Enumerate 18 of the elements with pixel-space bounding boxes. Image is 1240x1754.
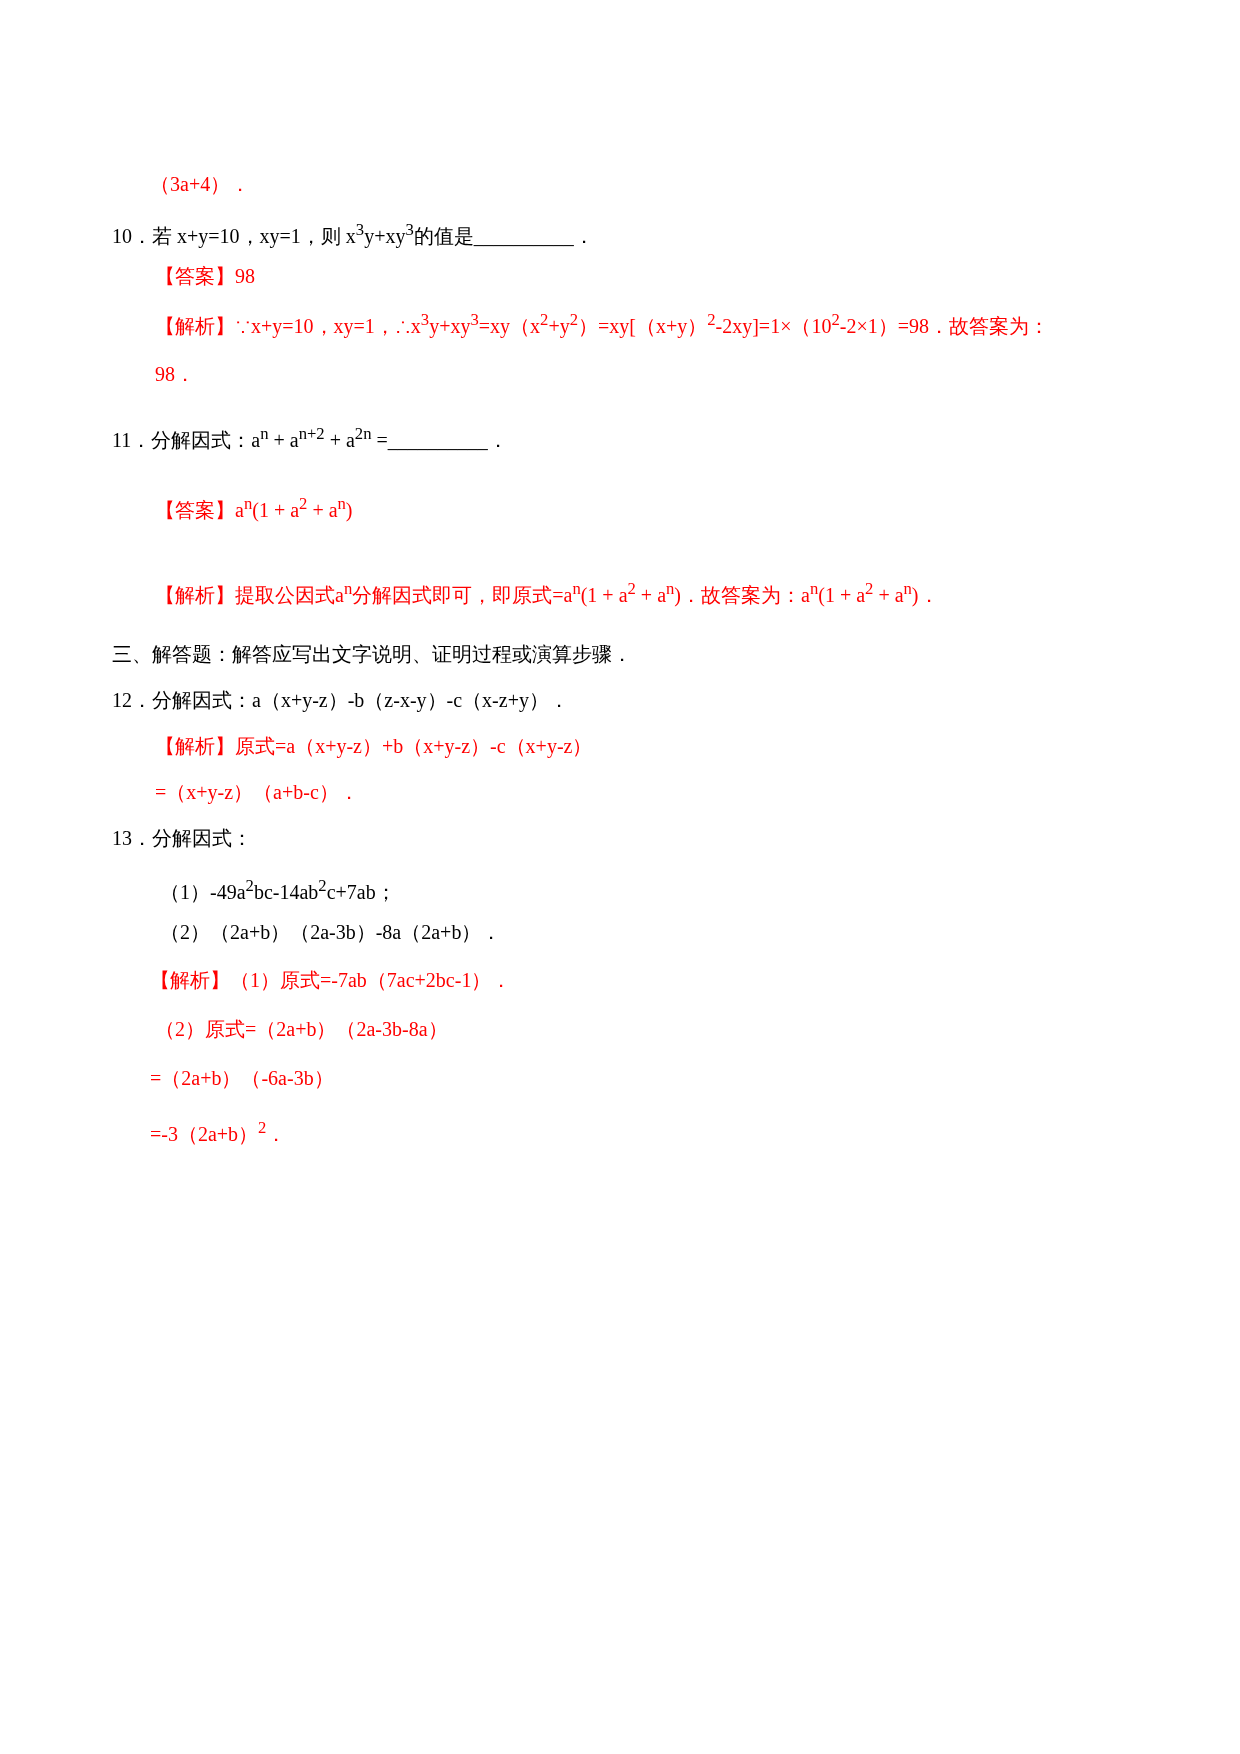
sub-question-text: （2）（2a+b）（2a-3b）-8a（2a+b）． bbox=[160, 920, 502, 945]
answer-text: （3a+4）． bbox=[150, 172, 251, 197]
sub-question-text: （1）-49a$^{2}$bc-14ab$^{2}$c+7ab； bbox=[160, 875, 396, 905]
solution-text: 【解析】提取公因式a$^{n}$分解因式即可，即原式=a$^{n}$(1 + a$^{2}$ + a$^{n}$)．故答案为：a$^{n}$(1 + a$^{2}$ + a$^{n}$)． bbox=[155, 578, 939, 609]
solution-text: （2）原式=（2a+b）（2a-3b-8a） bbox=[155, 1017, 448, 1042]
solution-text: =（x+y-z）（a+b-c）． bbox=[155, 780, 359, 806]
solution-text: =（2a+b）（-6a-3b） bbox=[150, 1066, 334, 1091]
question-text: 13．分解因式： bbox=[112, 826, 252, 851]
question-text: 10．若 x+y=10，xy=1，则 x$^{3}$y+xy$^{3}$的值是__________． bbox=[112, 219, 594, 250]
solution-text: 【解析】∵x+y=10，xy=1，∴x$^{3}$y+xy$^{3}$=xy（x$^{2}$+y$^{2}$）=xy[（x+y）$^{2}$-2xy]=1×（10$^{2}$-2×1）=98．故答案为：98． bbox=[155, 309, 1050, 387]
section-heading: 三、解答题：解答应写出文字说明、证明过程或演算步骤． bbox=[112, 642, 632, 667]
solution-text: 【解析】（1）原式=-7ab（7ac+2bc-1）． bbox=[150, 968, 512, 993]
question-text: 11．分解因式：a$^{n}$ + a$^{n+2}$ + a$^{2n}$ =__________． bbox=[112, 423, 508, 453]
solution-text: 【解析】原式=a（x+y-z）+b（x+y-z）-c（x+y-z） bbox=[155, 734, 593, 760]
answer-text: 【答案】a$^{n}$(1 + a$^{2}$ + a$^{n}$) bbox=[155, 493, 353, 524]
answer-text: 【答案】98 bbox=[155, 264, 255, 289]
solution-text: =-3（2a+b）$^{2}$． bbox=[150, 1117, 287, 1147]
question-text: 12．分解因式：a（x+y-z）-b（z-x-y）-c（x-z+y）． bbox=[112, 688, 569, 714]
